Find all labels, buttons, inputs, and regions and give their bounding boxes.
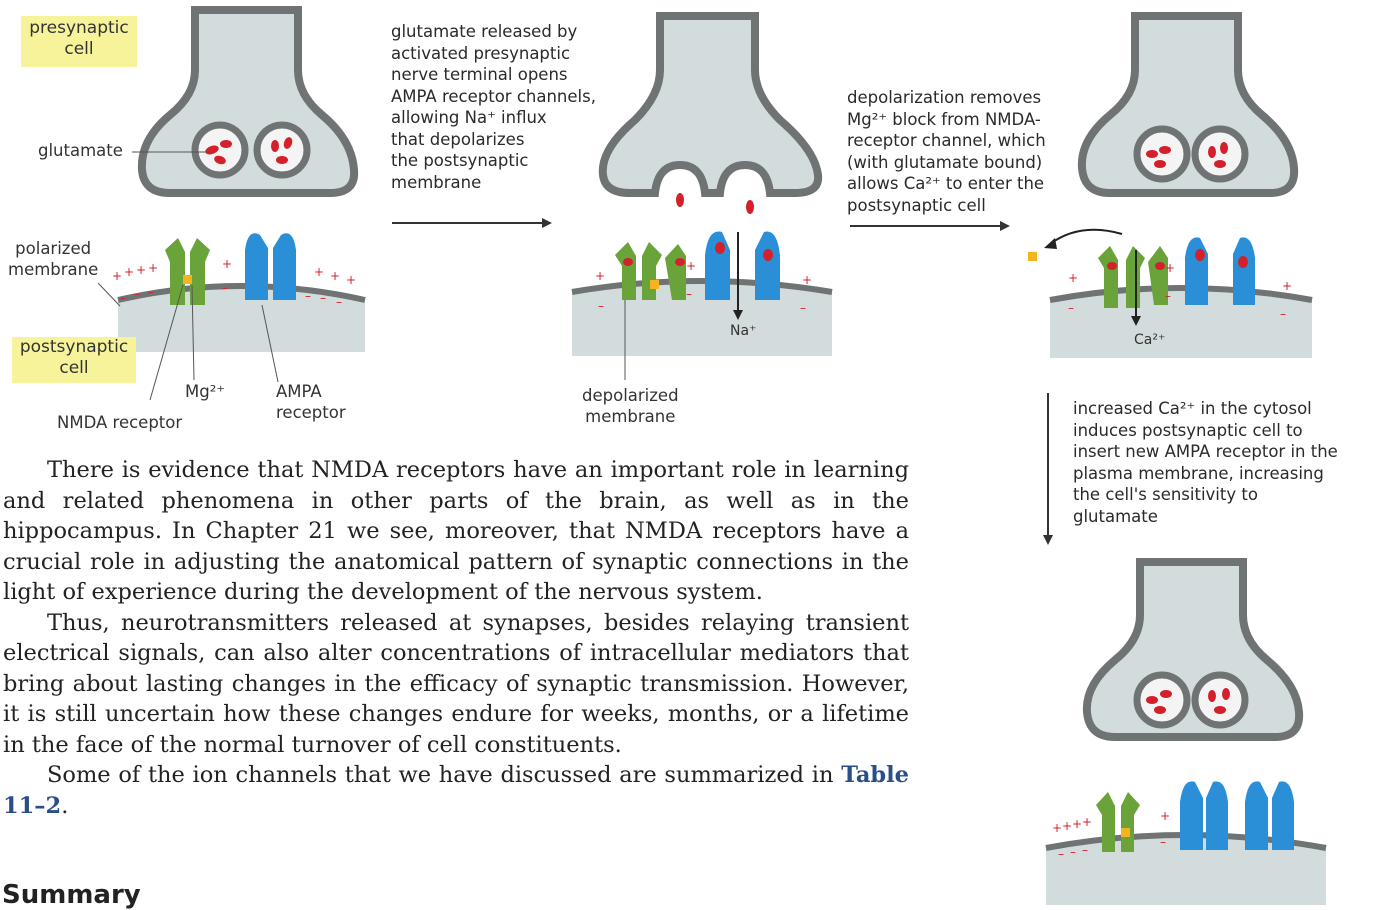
svg-text:–: – — [686, 287, 692, 301]
svg-text:+: + — [1052, 821, 1062, 835]
postsynaptic-cell-3: + + + – – – — [1028, 228, 1313, 358]
svg-text:+: + — [1072, 817, 1082, 831]
svg-text:+: + — [222, 257, 232, 271]
svg-text:+: + — [686, 259, 696, 273]
paragraph-3-end: . — [61, 792, 69, 819]
summary-heading: Summary — [2, 880, 141, 910]
table-11-2-link[interactable]: Table 11–2 — [3, 762, 909, 819]
svg-text:+: + — [112, 269, 122, 283]
postsynaptic-cell-label: postsynaptic cell — [12, 337, 136, 383]
step-arrow-2 — [850, 221, 1010, 231]
presynaptic-terminal-4 — [1082, 558, 1304, 741]
svg-text:+: + — [1082, 815, 1092, 829]
body-text: There is evidence that NMDA receptors ha… — [3, 455, 909, 821]
svg-text:–: – — [598, 299, 604, 313]
ca-ion-label: Ca²⁺ — [1134, 332, 1166, 348]
svg-text:–: – — [1280, 307, 1286, 321]
postsynaptic-cell-4: ++++ + ––– – — [1045, 781, 1327, 905]
presynaptic-terminal-3 — [1077, 12, 1299, 197]
glutamate-label: glutamate — [38, 141, 123, 160]
postsynaptic-cell-1: ++++ + +++ ––– – ––– — [97, 233, 366, 401]
svg-text:–: – — [1068, 301, 1074, 315]
svg-text:+: + — [1165, 261, 1175, 275]
svg-text:–: – — [1082, 843, 1088, 857]
svg-text:+: + — [1062, 819, 1072, 833]
svg-text:–: – — [1070, 845, 1076, 859]
depolarized-membrane-label: depolarized membrane — [582, 386, 679, 426]
step-2-text: depolarization removes Mg²⁺ block from N… — [847, 88, 1046, 215]
mg-label: Mg²⁺ — [185, 382, 226, 401]
svg-text:–: – — [134, 287, 140, 301]
nmda-receptor-label: NMDA receptor — [57, 413, 183, 432]
paragraph-1: There is evidence that NMDA receptors ha… — [3, 457, 909, 605]
step-arrow-1 — [392, 218, 552, 228]
postsynaptic-cell-2: + + + – – – — [571, 231, 833, 380]
paragraph-2: Thus, neurotransmitters released at syna… — [3, 609, 909, 758]
svg-text:–: – — [336, 295, 342, 309]
svg-text:+: + — [595, 269, 605, 283]
na-ion-label: Na⁺ — [730, 323, 757, 339]
presynaptic-terminal-1 — [137, 6, 359, 197]
svg-text:–: – — [120, 291, 126, 305]
svg-text:+: + — [124, 265, 134, 279]
ampa-receptor-label: AMPA receptor — [276, 382, 346, 422]
polarized-membrane-label: polarized membrane — [8, 239, 99, 279]
svg-text:+: + — [802, 273, 812, 287]
svg-text:–: – — [1160, 835, 1166, 849]
ampa-receptor-1 — [245, 233, 296, 300]
svg-text:+: + — [136, 263, 146, 277]
svg-text:–: – — [305, 289, 311, 303]
svg-text:–: – — [148, 285, 154, 299]
paragraph-3: Some of the ion channels that we have di… — [3, 760, 909, 821]
svg-text:–: – — [800, 301, 806, 315]
svg-text:–: – — [320, 291, 326, 305]
svg-text:+: + — [314, 265, 324, 279]
nmda-receptor-1 — [165, 238, 210, 305]
svg-text:–: – — [1165, 289, 1171, 303]
paragraph-3-text: Some of the ion channels that we have di… — [47, 762, 842, 788]
svg-text:+: + — [148, 261, 158, 275]
step-1-text: glutamate released by activated presynap… — [391, 22, 596, 192]
svg-text:+: + — [346, 273, 356, 287]
svg-text:–: – — [1058, 847, 1064, 861]
svg-text:+: + — [1160, 809, 1170, 823]
presynaptic-terminal-2 — [598, 12, 823, 214]
step-arrow-3 — [1043, 393, 1053, 545]
presynaptic-cell-label: presynaptic cell — [21, 16, 137, 67]
svg-text:+: + — [1282, 279, 1292, 293]
svg-text:–: – — [222, 281, 228, 295]
svg-text:+: + — [330, 269, 340, 283]
svg-text:+: + — [1068, 271, 1078, 285]
step-3-text: increased Ca²⁺ in the cytosol induces po… — [1073, 399, 1338, 526]
